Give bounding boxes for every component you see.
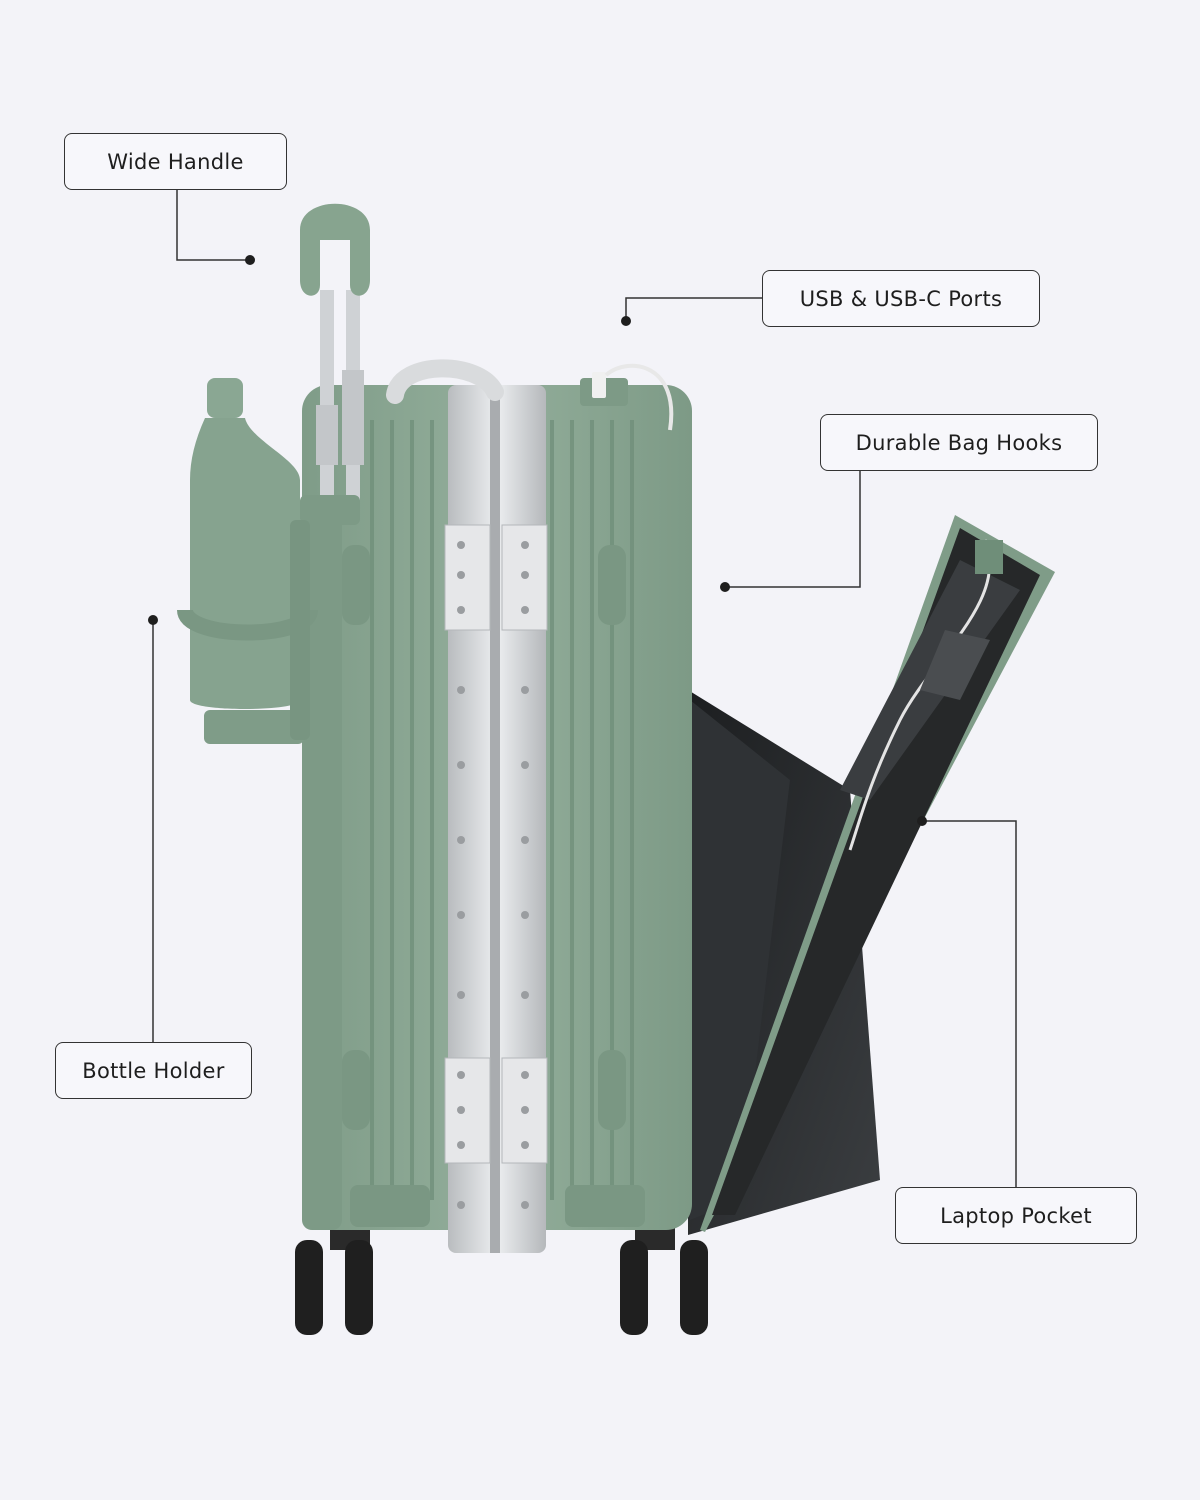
wheel-left-rear — [295, 1240, 323, 1335]
leader-usb-ports — [625, 297, 763, 320]
bottle-holder-ring — [177, 520, 318, 744]
leader-bag-hooks — [725, 470, 861, 588]
aluminum-frame — [444, 385, 548, 1253]
wheel-right-rear — [620, 1240, 648, 1335]
callout-label: Laptop Pocket — [940, 1203, 1092, 1228]
usb-port — [580, 363, 674, 431]
wheels — [295, 1210, 708, 1335]
callout-usb-ports: USB & USB-C Ports — [762, 270, 1040, 327]
laptop-compartment — [688, 515, 1055, 1235]
callout-label: Durable Bag Hooks — [855, 430, 1063, 455]
dot-laptop-pocket — [917, 816, 927, 826]
dot-bottle-holder — [148, 615, 158, 625]
top-carry-handle — [386, 359, 504, 404]
callout-wide-handle: Wide Handle — [64, 133, 287, 190]
leader-laptop-pocket — [922, 820, 1017, 1188]
callout-laptop-pocket: Laptop Pocket — [895, 1187, 1137, 1244]
callout-label: USB & USB-C Ports — [799, 286, 1003, 311]
dot-wide-handle — [245, 255, 255, 265]
leader-wide-handle — [176, 190, 250, 261]
wheel-left-front — [345, 1240, 373, 1335]
callout-label: Wide Handle — [107, 149, 244, 174]
dot-bag-hooks — [720, 582, 730, 592]
trolley-handle — [300, 203, 370, 525]
wheel-right-front — [680, 1240, 708, 1335]
callout-label: Bottle Holder — [82, 1058, 225, 1083]
callout-bag-hooks: Durable Bag Hooks — [820, 414, 1098, 471]
callout-bottle-holder: Bottle Holder — [55, 1042, 252, 1099]
dot-usb-ports — [621, 316, 631, 326]
